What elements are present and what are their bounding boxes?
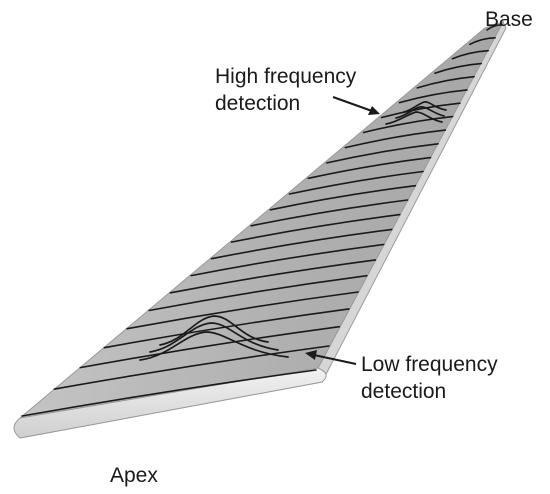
membrane-fiber — [469, 37, 496, 46]
membrane-fiber — [344, 129, 447, 149]
base-label: Base — [485, 8, 533, 31]
high-frequency-arrow — [332, 96, 380, 115]
membrane-fiber — [250, 199, 409, 227]
low-wave-line-2 — [149, 322, 279, 353]
high-wave-line-1 — [403, 101, 447, 113]
high-frequency-label-line2: detection — [215, 92, 300, 115]
membrane-fiber — [362, 115, 454, 134]
membrane-fiber — [486, 24, 503, 31]
membrane-apex-end — [13, 367, 327, 439]
membrane-fiber — [21, 369, 317, 417]
membrane-fiber — [269, 184, 417, 211]
low-wave-line-3 — [139, 331, 289, 361]
high-frequency-wave — [385, 101, 447, 125]
membrane-fiber — [380, 102, 461, 119]
membrane-fiber — [230, 213, 401, 243]
membrane-fiber — [307, 156, 432, 180]
membrane-fiber — [434, 62, 482, 74]
membrane-fiber — [326, 143, 439, 164]
membrane-fiber — [416, 75, 475, 89]
membrane-fiber — [79, 325, 341, 369]
membrane-fiber — [148, 274, 368, 312]
high-frequency-label-line1: High frequency — [215, 65, 357, 88]
membrane-fiber — [210, 228, 393, 260]
membrane-fibers — [21, 24, 503, 417]
low-frequency-label-line2: detection — [361, 380, 446, 403]
membrane-fiber — [398, 89, 468, 104]
high-wave-line-3 — [385, 111, 443, 125]
low-wave-line-1 — [159, 315, 269, 346]
low-frequency-wave — [139, 315, 289, 361]
low-frequency-label-line1: Low frequency — [361, 353, 498, 376]
membrane-fiber — [190, 243, 385, 277]
membrane-fiber — [53, 345, 330, 390]
low-frequency-arrow — [305, 350, 357, 365]
membrane-fiber — [126, 291, 359, 330]
membrane-fiber — [451, 49, 489, 60]
membrane-fiber — [169, 259, 377, 294]
apex-label: Apex — [110, 464, 158, 487]
high-wave-line-2 — [395, 106, 445, 119]
membrane-fiber — [288, 170, 424, 195]
